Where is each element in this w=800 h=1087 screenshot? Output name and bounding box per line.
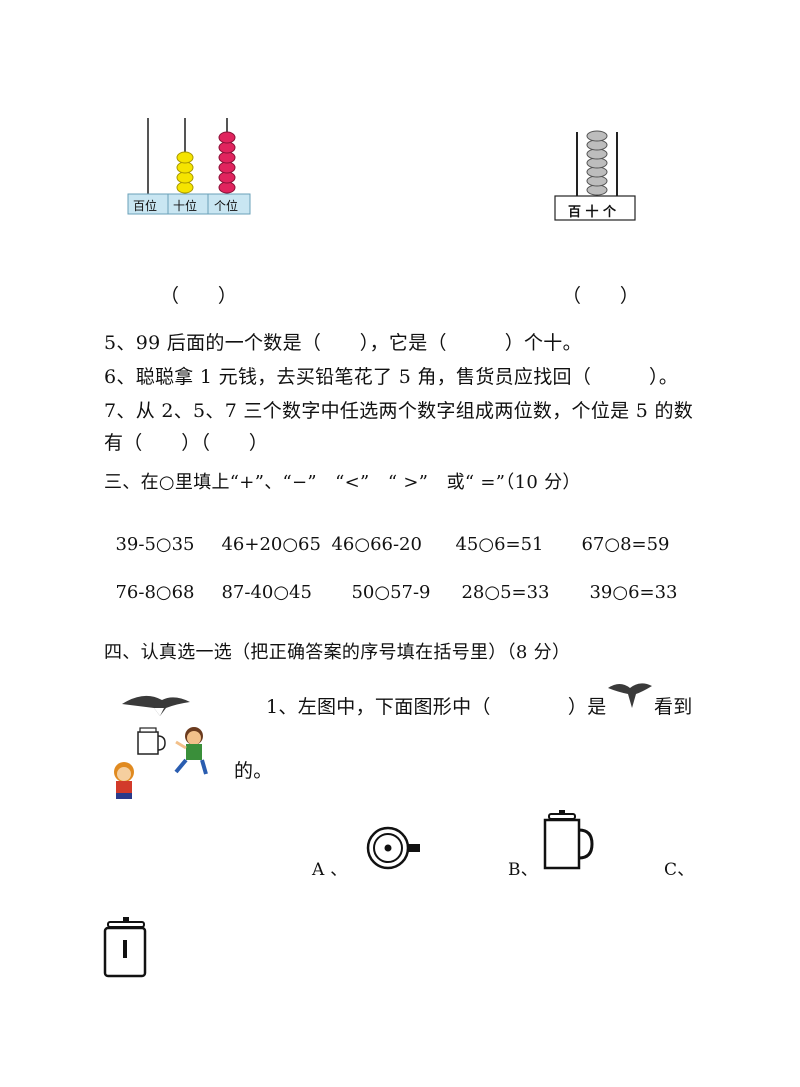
girl-icon <box>114 762 134 799</box>
section-4-question-1-prefix: 1、左图中，下面图形中（ ）是 <box>266 696 607 718</box>
abacus-1-figure <box>127 118 251 215</box>
abacus-2-tens-bead <box>586 130 608 142</box>
section-4-question-1-end: 的。 <box>234 760 273 782</box>
eagle-icon <box>122 695 190 716</box>
section-4-question-1-suffix: 看到 <box>654 696 693 718</box>
abacus-1: 百位 十位 个位 <box>120 112 260 222</box>
abacus-1-label-hundreds: 百位 <box>133 199 158 213</box>
option-b-label: B、 <box>508 860 539 880</box>
option-a-label: A 、 <box>312 860 348 880</box>
abacus-1-ones-bead <box>218 161 236 174</box>
option-c-label: C、 <box>664 860 695 880</box>
abacus-1-label-tens: 十位 <box>173 199 198 213</box>
cup-icon <box>137 727 166 755</box>
small-eagle-icon <box>606 678 654 716</box>
section-4-title: 四、认真选一选（把正确答案的序号填在括号里）（8 分） <box>104 642 571 663</box>
comparison-item: 87-40○45 <box>221 582 312 603</box>
question-6: 6、聪聪拿 1 元钱，去买铅笔花了 5 角，售货员应找回（ ）。 <box>104 366 679 388</box>
section-3-row-1: 39-5○35 46+20○65 46○66-20 45○6=51 67○8=59 <box>104 513 670 555</box>
abacus-1-ones-bead <box>218 151 236 164</box>
question-7-line-2: 有（ ）（ ） <box>104 432 269 454</box>
abacus-2-answer-blank: （ ） <box>562 285 640 307</box>
comparison-item: 46+20○65 <box>221 534 321 555</box>
comparison-item: 39○6=33 <box>589 582 678 603</box>
abacus-1-ones-bead <box>218 141 236 154</box>
comparison-item: 76-8○68 <box>115 582 195 603</box>
abacus-1-ones-bead <box>218 171 236 184</box>
abacus-1-tens-bead <box>176 161 194 174</box>
abacus-1-ones-bead <box>218 181 236 194</box>
abacus-2: 百 十 个 <box>552 126 642 226</box>
boy-icon <box>174 727 208 775</box>
abacus-1-tens-bead <box>176 171 194 184</box>
scene-illustration <box>104 686 224 806</box>
question-7-line-1: 7、从 2、5、7 三个数字中任选两个数字组成两位数，个位是 5 的数 <box>104 400 694 422</box>
abacus-2-base <box>554 195 636 221</box>
comparison-item: 28○5=33 <box>461 582 550 603</box>
comparison-item: 50○57-9 <box>351 582 431 603</box>
abacus-1-base <box>127 193 251 215</box>
comparison-item: 39-5○35 <box>115 534 195 555</box>
abacus-1-label-ones: 个位 <box>214 199 239 213</box>
abacus-1-tens-bead <box>176 181 194 194</box>
abacus-1-tens-bead <box>176 151 194 164</box>
option-a-top-view-icon <box>366 826 424 876</box>
abacus-2-label: 百 十 个 <box>568 205 617 220</box>
section-3-row-2: 76-8○68 87-40○45 50○57-9 28○5=33 39○6=33 <box>104 561 678 603</box>
comparison-item: 46○66-20 <box>331 534 422 555</box>
abacus-2-figure <box>554 130 636 221</box>
section-3-title: 三、在○里填上“+”、“−” “<” “ >” 或“ =”（10 分） <box>104 472 581 493</box>
abacus-1-ones-bead <box>218 131 236 144</box>
question-5: 5、99 后面的一个数是（ ），它是（ ）个十。 <box>104 332 582 354</box>
comparison-item: 45○6=51 <box>455 534 544 555</box>
option-c-front-view-icon <box>102 914 150 984</box>
option-b-side-view-icon <box>540 808 598 876</box>
abacus-1-answer-blank: （ ） <box>160 285 238 307</box>
comparison-item: 67○8=59 <box>581 534 670 555</box>
